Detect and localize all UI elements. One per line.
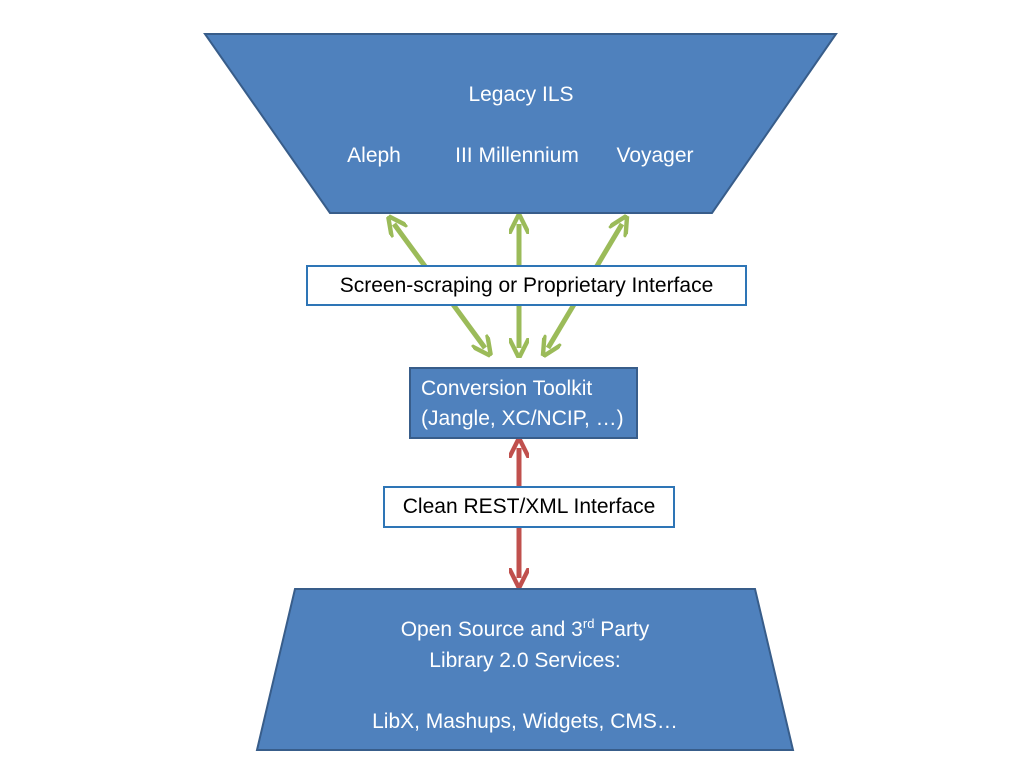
services-line1: Open Source and 3rd Party: [401, 616, 650, 641]
toolkit-examples: (Jangle, XC/NCIP, …): [421, 407, 624, 430]
services-line2: Library 2.0 Services:: [429, 649, 620, 672]
legacy-ils-title: Legacy ILS: [468, 83, 573, 106]
system-aleph: Aleph: [347, 144, 401, 167]
system-iii-millennium: III Millennium: [455, 144, 579, 167]
rest-interface-label: Clean REST/XML Interface: [383, 486, 675, 528]
rest-interface-text: Clean REST/XML Interface: [402, 495, 656, 518]
toolkit-title: Conversion Toolkit: [421, 377, 593, 400]
proprietary-interface-text: Screen-scraping or Proprietary Interface: [339, 273, 714, 297]
proprietary-interface-label: Screen-scraping or Proprietary Interface: [306, 265, 747, 306]
legacy-ils-box: Legacy ILS Aleph III Millennium Voyager: [203, 33, 838, 214]
services-box: Open Source and 3rd Party Library 2.0 Se…: [255, 588, 795, 751]
services-examples: LibX, Mashups, Widgets, CMS…: [372, 710, 678, 733]
conversion-toolkit-box: Conversion Toolkit (Jangle, XC/NCIP, …): [409, 367, 638, 439]
system-voyager: Voyager: [616, 144, 693, 167]
